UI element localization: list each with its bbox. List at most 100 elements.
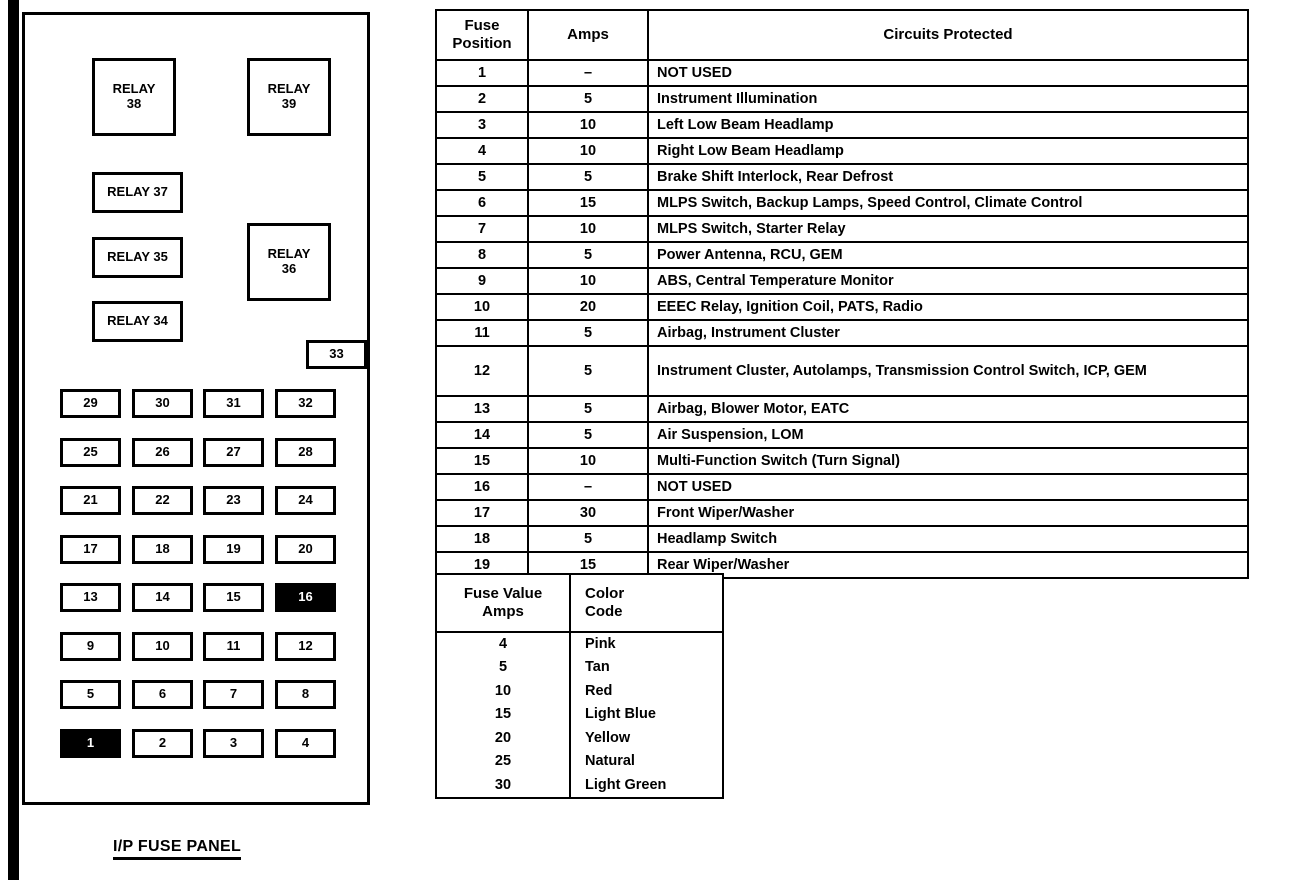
fuse-cell-25: 25 xyxy=(60,437,121,467)
fuse-cell-32: 32 xyxy=(275,389,336,418)
fuse-position-value: 9 xyxy=(435,267,529,295)
fuse-position-value: 13 xyxy=(435,395,529,423)
fuse-cell-7: 7 xyxy=(203,680,264,709)
relay-35: RELAY 35 xyxy=(92,237,183,278)
fuse-position-value: 3 xyxy=(435,111,529,139)
fuse-circuits-value: EEEC Relay, Ignition Coil, PATS, Radio xyxy=(647,293,1249,321)
color-code-amps: 20 xyxy=(494,729,512,746)
color-code-name: Pink xyxy=(585,636,616,652)
relay-label: RELAY 34 xyxy=(107,313,168,329)
fuse-cell-14: 14 xyxy=(132,583,193,612)
fuse-amps-value: 10 xyxy=(527,137,649,165)
fuse-cell-4: 4 xyxy=(275,728,336,758)
color-code-amps: 5 xyxy=(498,659,508,676)
fuse-circuits-value: Multi-Function Switch (Turn Signal) xyxy=(647,447,1249,475)
fuse-cell-10: 10 xyxy=(132,631,193,661)
fuse-amps-value: 5 xyxy=(527,421,649,449)
fuse-amps-value: 10 xyxy=(527,111,649,139)
fuse-cell-30: 30 xyxy=(132,389,193,418)
table-header-row: Fuse Position Amps Circuits Protected xyxy=(435,9,1249,61)
fuse-amps-value: 5 xyxy=(527,241,649,269)
fuse-cell-20: 20 xyxy=(275,534,336,564)
color-code-name: Natural xyxy=(585,753,635,770)
fuse-amps-value: – xyxy=(527,59,649,87)
color-code-amps: 10 xyxy=(494,682,512,699)
fuse-amps-value: – xyxy=(527,473,649,501)
color-code-amps: 15 xyxy=(494,706,512,723)
fuse-circuits-value: Power Antenna, RCU, GEM xyxy=(647,241,1249,269)
fuse-position-value: 4 xyxy=(435,137,529,165)
fuse-position-value: 10 xyxy=(435,293,529,321)
fuse-cell-13: 13 xyxy=(60,583,121,612)
column-header-fuse-position: Fuse Position xyxy=(435,9,529,61)
fuse-circuits-value: NOT USED xyxy=(647,473,1249,501)
fuse-position-value: 12 xyxy=(435,345,529,397)
fuse-cell-29: 29 xyxy=(60,389,121,418)
fuse-amps-value: 5 xyxy=(527,163,649,191)
fuse-position-table: Fuse Position Amps Circuits Protected 1–… xyxy=(435,9,1249,579)
fuse-cell-16: 16 xyxy=(275,583,336,612)
fuse-circuits-value: Headlamp Switch xyxy=(647,525,1249,553)
color-code-amps: 25 xyxy=(494,753,512,770)
relay-label: RELAY 35 xyxy=(107,249,168,265)
fuse-circuits-value: Right Low Beam Headlamp xyxy=(647,137,1249,165)
fuse-position-value: 11 xyxy=(435,319,529,347)
relay-34: RELAY 34 xyxy=(92,301,183,342)
color-code-name: Tan xyxy=(585,659,610,676)
column-header-fuse-value-amps: Fuse Value Amps xyxy=(435,573,571,633)
fuse-cell-26: 26 xyxy=(132,437,193,467)
fuse-amps-value: 10 xyxy=(527,215,649,243)
fuse-amps-value: 5 xyxy=(527,395,649,423)
scan-edge-artifact xyxy=(8,0,19,880)
fuse-cell-21: 21 xyxy=(60,486,121,515)
fuse-position-value: 1 xyxy=(435,59,529,87)
fuse-position-value: 18 xyxy=(435,525,529,553)
color-code-amps: 30 xyxy=(494,776,512,793)
fuse-cell-8: 8 xyxy=(275,680,336,709)
fuse-circuits-value: Left Low Beam Headlamp xyxy=(647,111,1249,139)
fuse-circuits-value: Instrument Cluster, Autolamps, Transmiss… xyxy=(647,345,1249,397)
fuse-cell-31: 31 xyxy=(203,389,264,418)
color-code-name: Light Blue xyxy=(585,706,656,723)
fuse-circuits-value: MLPS Switch, Backup Lamps, Speed Control… xyxy=(647,189,1249,217)
fuse-amps-value: 20 xyxy=(527,293,649,321)
color-table-header-row: Fuse Value Amps Color Code xyxy=(435,573,724,633)
fuse-cell-9: 9 xyxy=(60,631,121,661)
fuse-circuits-value: Brake Shift Interlock, Rear Defrost xyxy=(647,163,1249,191)
fuse-amps-value: 10 xyxy=(527,447,649,475)
fuse-amps-value: 5 xyxy=(527,345,649,397)
color-code-name: Red xyxy=(585,682,613,699)
color-amps-cell: 4 5 10 15 20 25 30 xyxy=(435,630,571,800)
fuse-circuits-value: Rear Wiper/Washer xyxy=(647,551,1249,579)
fuse-cell-23: 23 xyxy=(203,486,264,515)
table-row: 16–NOT USED xyxy=(435,473,1249,501)
fuse-amps-value: 30 xyxy=(527,499,649,527)
color-code-amps: 4 xyxy=(498,636,508,652)
fuse-amps-value: 10 xyxy=(527,267,649,295)
fuse-circuits-value: Instrument Illumination xyxy=(647,85,1249,113)
fuse-cell-33: 33 xyxy=(306,340,367,369)
fuse-cell-11: 11 xyxy=(203,631,264,661)
fuse-cell-19: 19 xyxy=(203,534,264,564)
